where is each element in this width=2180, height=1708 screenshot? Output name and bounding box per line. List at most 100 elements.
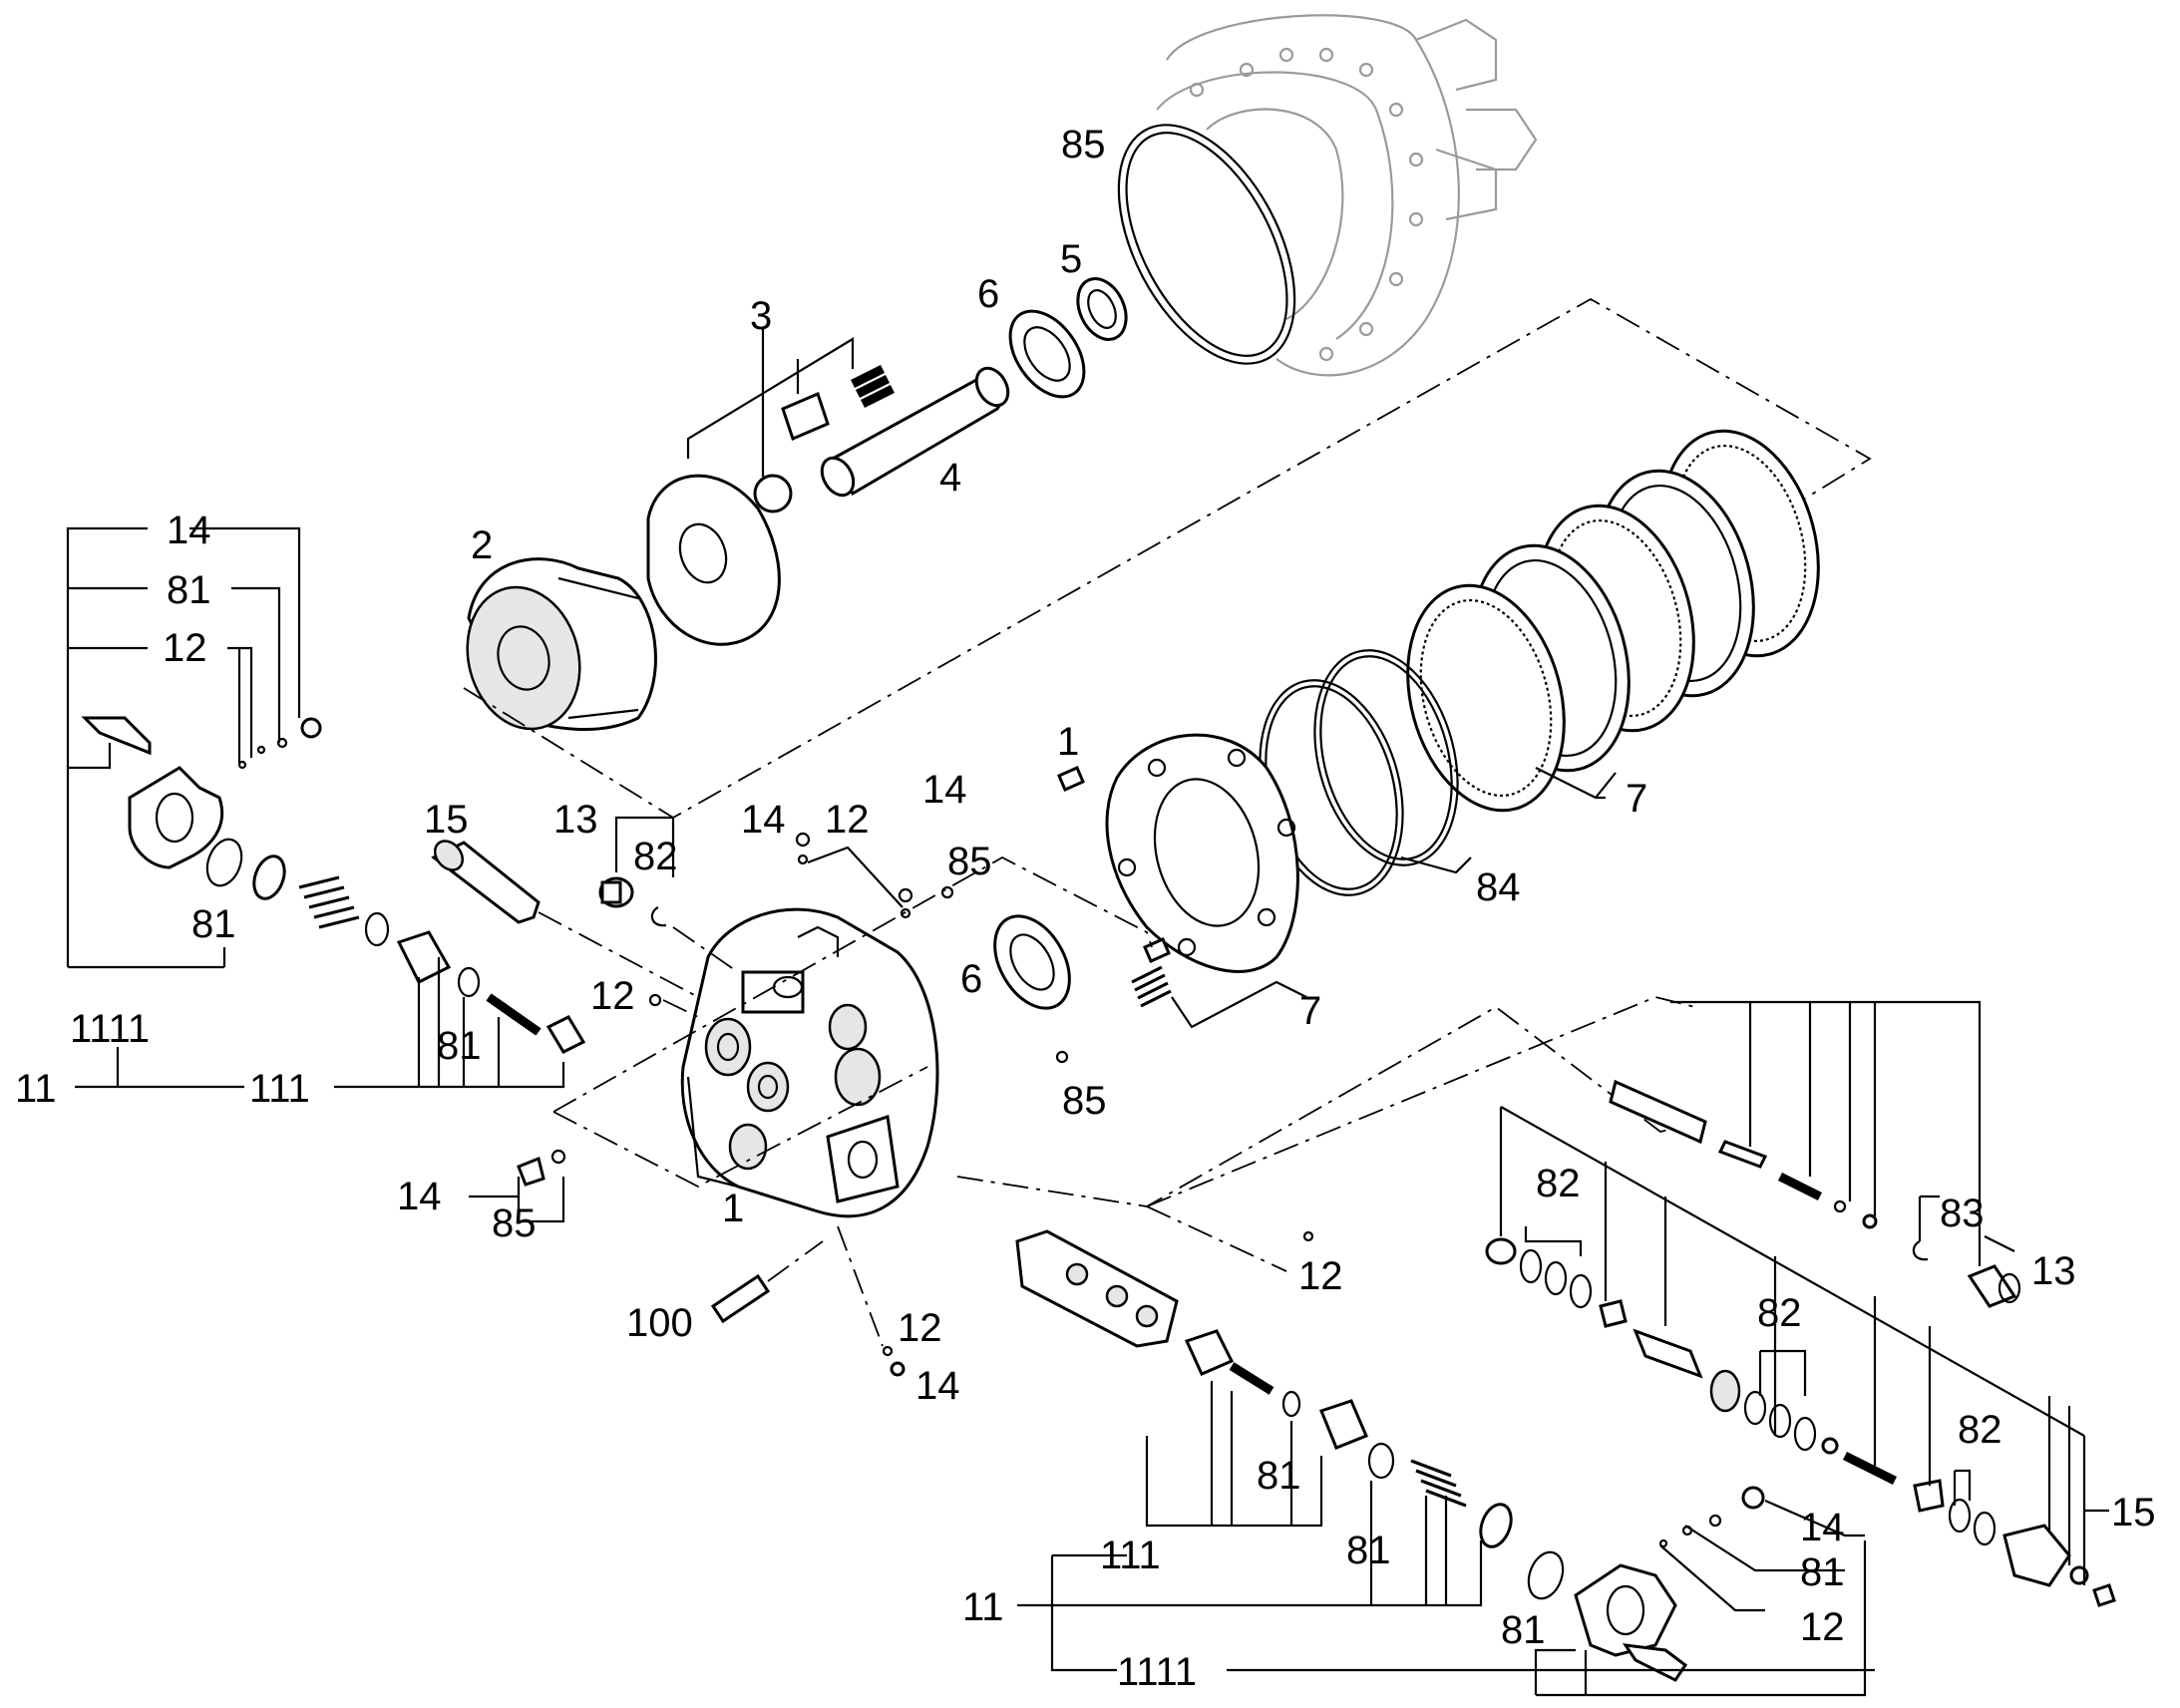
- plug-14-tl: [300, 717, 322, 739]
- seal-right: [1479, 1503, 1513, 1548]
- spring-right-3: [1842, 1451, 1898, 1486]
- o-ring-81-right-b: [1367, 1442, 1395, 1480]
- label-1-right: 1: [1057, 720, 1079, 764]
- plug-right-small: [1599, 1299, 1628, 1328]
- leader-7-lower: [1171, 980, 1307, 1029]
- dowel-7: [1143, 937, 1171, 963]
- label-3: 3: [750, 294, 772, 338]
- bearing-6-top: [1008, 309, 1086, 399]
- flange-left: [128, 766, 224, 869]
- cylinder-block-2: [466, 557, 657, 732]
- leader-3: [686, 337, 855, 459]
- o-ring-85-large: [1117, 124, 1296, 365]
- spring-right-2: [1777, 1172, 1823, 1201]
- bracket-13-right: [1670, 1000, 1982, 1266]
- valve-housing-1: [680, 907, 939, 1218]
- bracket-111-right: [1145, 1436, 1323, 1528]
- label-14-bot: 14: [915, 1364, 960, 1408]
- stem-15-left: [431, 840, 541, 924]
- label-15-right: 15: [2111, 1491, 2156, 1535]
- dowel-1: [1057, 766, 1085, 792]
- label-5: 5: [1060, 237, 1082, 281]
- label-6-mid: 6: [960, 957, 982, 1001]
- o-ring-12-mid: [648, 993, 662, 1007]
- seal-5: [1076, 277, 1128, 341]
- o-ring-81-right-a: [1281, 1390, 1301, 1418]
- clutch-pack: [1259, 429, 1820, 896]
- plug-14-b: [898, 887, 913, 903]
- o-ring-81-right-c: [1527, 1550, 1565, 1600]
- label-85-mid: 85: [1062, 1079, 1107, 1123]
- label-81-br-a: 81: [1257, 1454, 1301, 1498]
- bolt-100: [710, 1273, 771, 1324]
- leader-84: [1400, 855, 1472, 874]
- spring-right: [1410, 1459, 1467, 1508]
- spring-3: [850, 364, 896, 409]
- o-ring-12-b: [900, 907, 911, 919]
- label-14-upper: 14: [741, 798, 786, 842]
- label-81-br-b: 81: [1346, 1529, 1391, 1572]
- label-100: 100: [626, 1301, 693, 1345]
- label-82-r1: 82: [1536, 1162, 1581, 1205]
- label-12-right: 12: [1298, 1254, 1343, 1298]
- spool-111-right: [1015, 1229, 1179, 1348]
- alignment-line-middle: [552, 855, 1153, 1113]
- snap-ring-82-left: [650, 906, 667, 927]
- plug-left: [545, 1015, 586, 1054]
- shaft-4: [820, 366, 1010, 498]
- o-ring-12-br: [1658, 1538, 1668, 1548]
- label-81-br-d: 81: [1800, 1550, 1845, 1594]
- label-14-bl: 14: [397, 1175, 442, 1218]
- label-11-left: 11: [15, 1067, 57, 1111]
- spring-left: [298, 875, 360, 929]
- label-12-mid: 12: [590, 974, 635, 1018]
- label-81-left-b: 81: [437, 1024, 482, 1068]
- o-ring-81-left: [205, 838, 243, 887]
- label-85-top: 85: [1061, 123, 1106, 167]
- piston-7: [1105, 733, 1299, 973]
- label-6-top: 6: [977, 272, 999, 316]
- snap-ring-83: [1912, 1240, 1929, 1261]
- flange-right: [1574, 1563, 1677, 1657]
- label-15-left: 15: [424, 798, 469, 842]
- cam-plate-3: [646, 474, 781, 646]
- label-13-right: 13: [2031, 1249, 2076, 1293]
- o-ring-12-right: [1302, 1230, 1314, 1242]
- o-ring-12-tl: [256, 745, 266, 755]
- label-85-bl: 85: [492, 1201, 537, 1245]
- label-12-br: 12: [1800, 1605, 1845, 1649]
- plug-14-br: [1741, 1486, 1765, 1510]
- o-ring-12-bot: [882, 1345, 894, 1357]
- bolt-right: [1622, 1643, 1688, 1682]
- label-84: 84: [1476, 865, 1521, 909]
- o-ring-85-small-mid: [1055, 1050, 1069, 1064]
- label-4: 4: [939, 456, 961, 500]
- bracket-111-left: [334, 1062, 565, 1089]
- label-1111-left: 1111: [70, 1007, 150, 1051]
- o-ring-left-2: [364, 911, 390, 947]
- label-13-left: 13: [553, 798, 598, 842]
- plug-14-a: [795, 832, 811, 848]
- bearing-6-mid: [993, 914, 1071, 1010]
- plug-14-bl: [517, 1156, 545, 1187]
- plug-13-left: [598, 876, 634, 908]
- label-82-r2: 82: [1757, 1291, 1802, 1335]
- cap-right: [2002, 1524, 2071, 1587]
- seal-left: [252, 854, 286, 900]
- plug-13-right: [1967, 1264, 2021, 1308]
- label-7-upper: 7: [1626, 777, 1647, 821]
- spool-right-2: [1319, 1399, 1368, 1450]
- label-83: 83: [1940, 1192, 1985, 1235]
- spool-left: [396, 930, 452, 985]
- label-81-left-a: 81: [191, 902, 236, 946]
- sleeve-right: [1184, 1329, 1235, 1376]
- o-ring-81-br-2: [1708, 1514, 1722, 1528]
- pin-right: [1717, 1140, 1768, 1169]
- alignment-line-upper: [463, 297, 1872, 820]
- hub-housing-ghost: [1156, 14, 1538, 377]
- label-1111-right: 1111: [1117, 1650, 1197, 1694]
- spring-right-dark: [1229, 1362, 1274, 1395]
- o-ring-12-a: [797, 854, 809, 865]
- label-12-bot: 12: [898, 1306, 942, 1350]
